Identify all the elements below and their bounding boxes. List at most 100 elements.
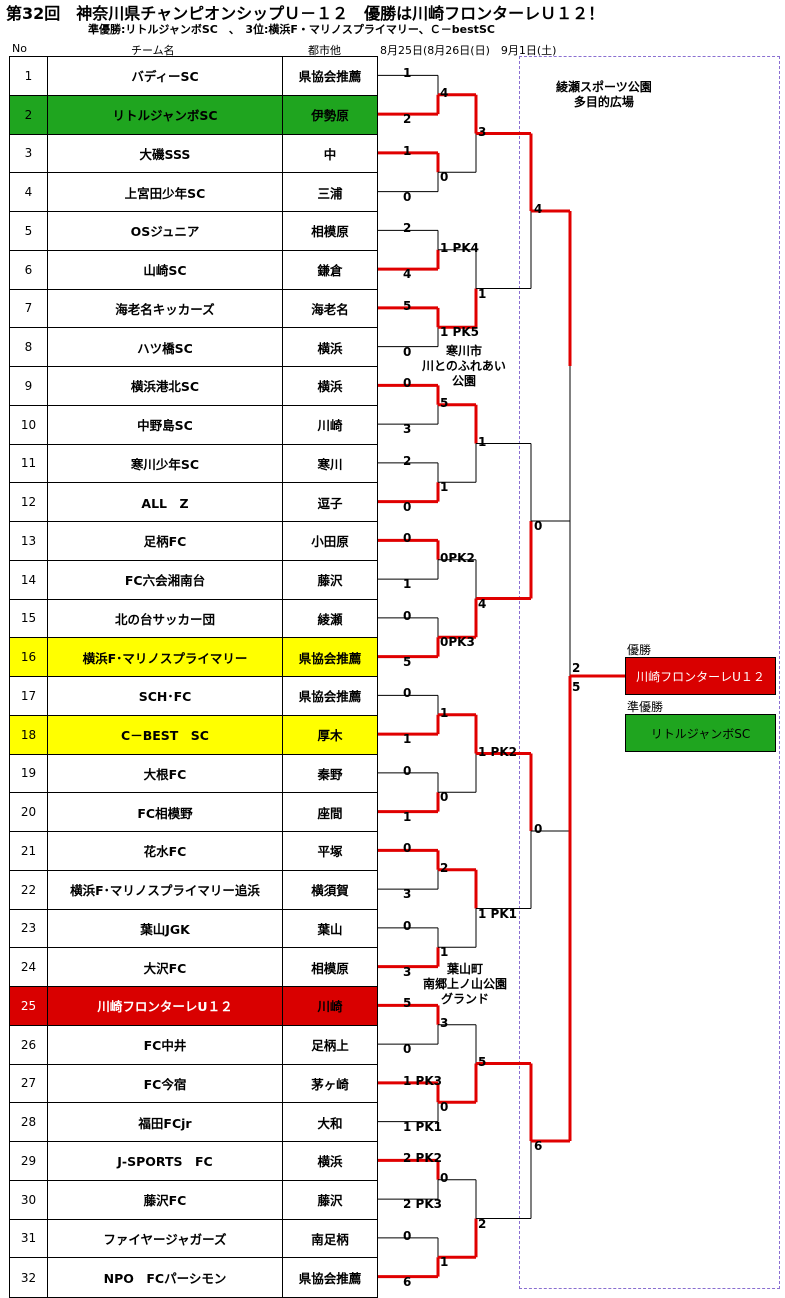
- team-name: 大磯SSS: [48, 134, 283, 173]
- team-no: 29: [10, 1142, 48, 1180]
- score-label: 0: [403, 531, 412, 546]
- team-name: 横浜F･マリノスプライマリー追浜: [48, 870, 283, 909]
- score-label: 0: [403, 841, 412, 856]
- team-name: 上宮田少年SC: [48, 173, 283, 211]
- score-label: 4: [440, 85, 449, 100]
- team-no: 21: [10, 832, 48, 870]
- venue-main: 綾瀬スポーツ公園 多目的広場: [556, 80, 652, 110]
- header-no: No: [12, 42, 27, 55]
- team-city: 鎌倉: [317, 263, 343, 279]
- team-name: 横浜港北SC: [48, 367, 283, 405]
- runnerup-label: 準優勝: [627, 700, 664, 714]
- team-no: 28: [10, 1103, 48, 1141]
- venue-hayama: 葉山町 南郷上ノ山公園 グランド: [423, 962, 507, 1007]
- score-label: 2: [440, 860, 449, 875]
- team-name: 大沢FC: [48, 948, 283, 986]
- team-name: FC今宿: [48, 1064, 283, 1103]
- team-no: 13: [10, 522, 48, 560]
- team-no: 15: [10, 599, 48, 638]
- score-label: 1 PK5: [440, 325, 479, 340]
- team-name: バディーSC: [48, 57, 283, 95]
- score-label: 4: [478, 596, 487, 611]
- score-label: 4: [403, 267, 412, 282]
- header-city: 都市他: [308, 44, 341, 57]
- team-city: 足柄上: [311, 1038, 349, 1054]
- score-label: 5: [478, 1054, 487, 1069]
- team-no: 24: [10, 948, 48, 986]
- team-city: 小田原: [311, 534, 349, 550]
- score-label: 0PK3: [440, 635, 475, 650]
- team-no: 1: [10, 57, 48, 95]
- team-city: 県協会推薦: [298, 689, 362, 705]
- score-label: 1: [403, 143, 412, 158]
- score-label: 2 PK2: [403, 1151, 442, 1166]
- score-label: 0: [403, 499, 412, 514]
- score-label: 3: [440, 1015, 449, 1030]
- team-name: 藤沢FC: [48, 1180, 283, 1219]
- score-label: 0: [403, 189, 412, 204]
- score-label: 1 PK2: [478, 744, 517, 759]
- team-no: 32: [10, 1258, 48, 1297]
- team-city: 海老名: [311, 301, 349, 317]
- score-label: 0: [403, 918, 412, 933]
- team-no: 9: [10, 367, 48, 405]
- score-label: 2: [572, 661, 581, 675]
- score-label: 6: [403, 1274, 412, 1289]
- team-name: 葉山JGK: [48, 909, 283, 948]
- score-label: 0: [534, 822, 543, 836]
- team-no: 12: [10, 483, 48, 521]
- score-label: 1: [403, 577, 412, 592]
- winner-label: 優勝: [627, 643, 652, 657]
- score-label: 2: [478, 1216, 487, 1231]
- team-city: 平塚: [317, 844, 343, 860]
- venue-hayama-text: 葉山町 南郷上ノ山公園 グランド: [423, 962, 508, 1006]
- team-city: 綾瀬: [317, 611, 343, 627]
- score-label: 0PK2: [440, 550, 475, 565]
- team-name: 福田FCjr: [48, 1103, 283, 1141]
- venue-samukawa: 寒川市 川とのふれあい 公園: [422, 344, 506, 389]
- score-label: 1: [403, 66, 412, 81]
- team-name: ファイヤージャガーズ: [48, 1219, 283, 1258]
- team-city: 三浦: [317, 185, 343, 201]
- winner-box: 川崎フロンターレU１２: [625, 657, 776, 695]
- score-label: 3: [403, 964, 412, 979]
- score-label: 3: [403, 887, 412, 902]
- header-team: チーム名: [131, 44, 175, 57]
- score-label: 0: [440, 1170, 449, 1185]
- team-name: 大根FC: [48, 754, 283, 793]
- team-no: 25: [10, 987, 48, 1025]
- team-no: 22: [10, 870, 48, 909]
- team-city: 横浜: [317, 1154, 343, 1170]
- team-name: 寒川少年SC: [48, 444, 283, 483]
- team-city: 県協会推薦: [298, 69, 362, 85]
- team-no: 19: [10, 754, 48, 793]
- team-city: 県協会推薦: [298, 650, 362, 666]
- score-label: 1 PK3: [403, 1073, 442, 1088]
- team-city: 南足柄: [311, 1231, 349, 1247]
- score-label: 5: [403, 654, 412, 669]
- score-label: 1: [403, 809, 412, 824]
- team-city: 県協会推薦: [298, 1271, 362, 1287]
- team-city: 厚木: [317, 728, 343, 744]
- team-name: リトルジャンボSC: [48, 95, 283, 134]
- score-label: 1 PK4: [440, 240, 479, 255]
- team-no: 7: [10, 289, 48, 328]
- venue-box: [519, 56, 780, 1289]
- team-no: 17: [10, 677, 48, 715]
- team-name: 川崎フロンターレU１２: [48, 987, 283, 1025]
